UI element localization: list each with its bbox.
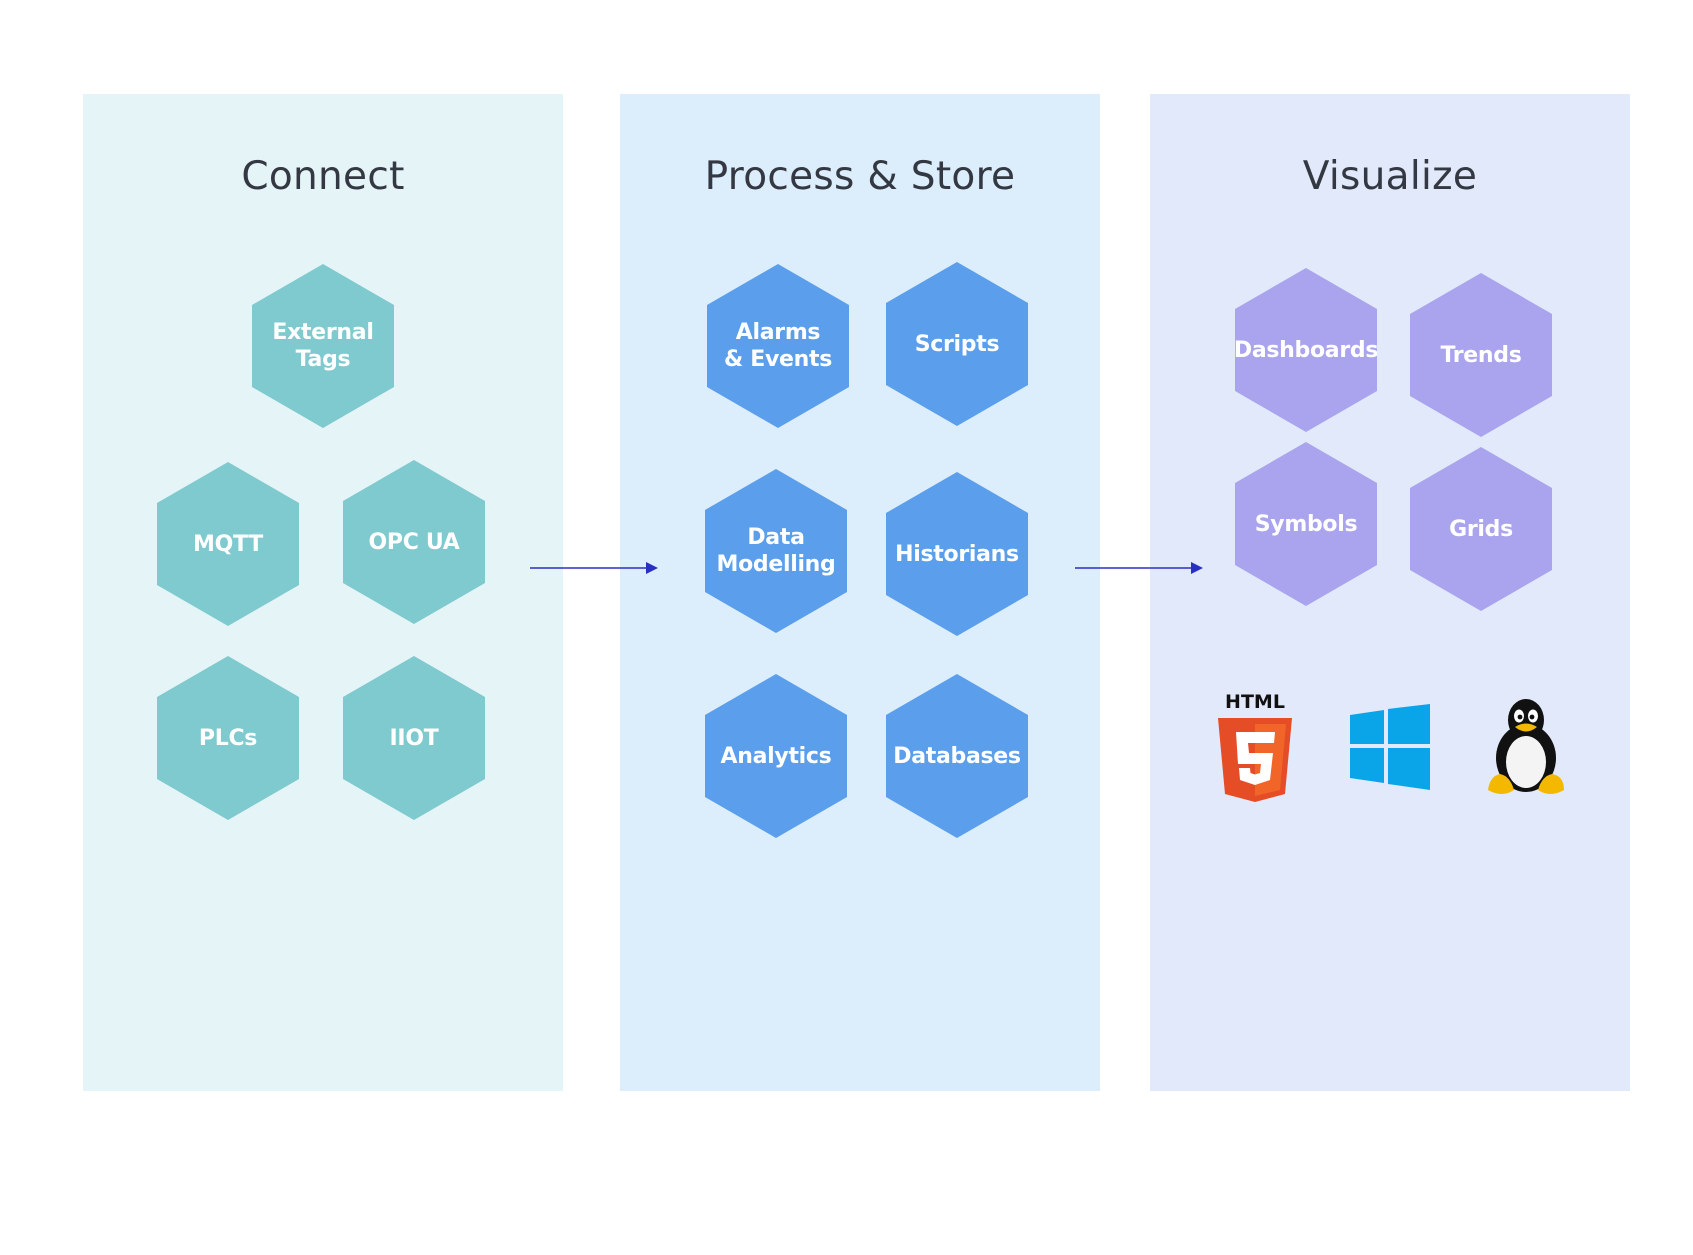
process-store-panel: Process & Store bbox=[620, 94, 1100, 1091]
hex-alarms-events: Alarms & Events bbox=[707, 264, 849, 428]
arrow-connect-to-process bbox=[530, 562, 658, 574]
connect-title: Connect bbox=[241, 154, 405, 199]
hex-scripts: Scripts bbox=[886, 262, 1028, 426]
visualize-panel: Visualize bbox=[1150, 94, 1630, 1091]
html5-label: HTML bbox=[1225, 691, 1285, 713]
arrow-process-to-visualize bbox=[1075, 562, 1203, 574]
process-store-title: Process & Store bbox=[704, 154, 1016, 199]
visualize-title: Visualize bbox=[1302, 154, 1478, 199]
linux-tux-icon bbox=[1484, 698, 1568, 798]
hex-external-tags: External Tags bbox=[252, 264, 394, 428]
windows-icon bbox=[1350, 704, 1430, 790]
connect-panel: Connect bbox=[83, 94, 563, 1091]
html5-icon: HTML bbox=[1212, 690, 1298, 802]
